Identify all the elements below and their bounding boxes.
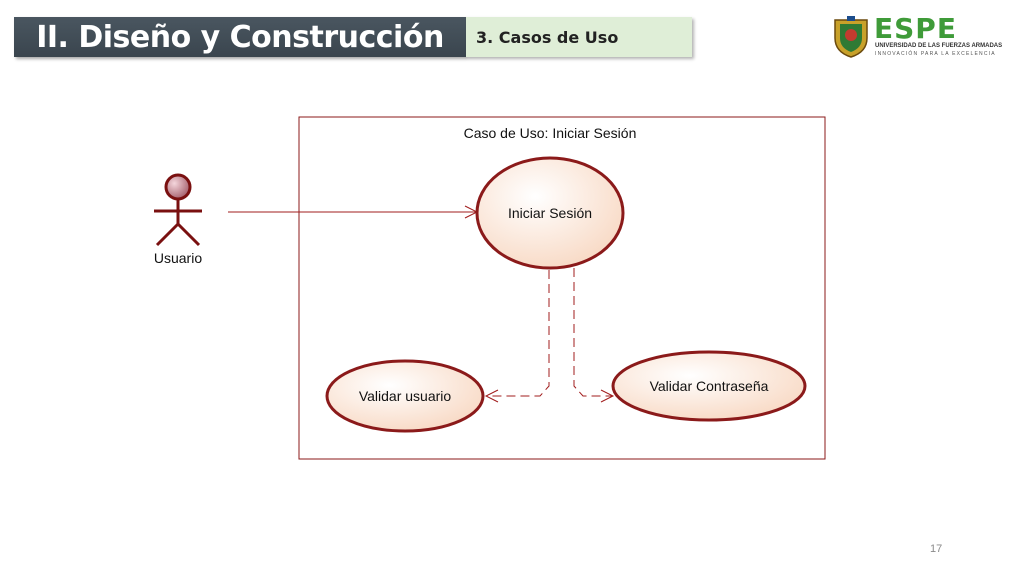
use-case-label-validate-user: Validar usuario — [359, 388, 452, 404]
use-case-label-login: Iniciar Sesión — [508, 205, 592, 221]
include-dependency-validate-user — [484, 270, 550, 403]
include-dependency-validate-password — [573, 268, 615, 403]
actor-usuario[interactable]: Usuario — [154, 173, 202, 266]
use-case-label-validate-password: Validar Contraseña — [650, 378, 769, 394]
system-boundary-title: Caso de Uso: Iniciar Sesión — [464, 125, 637, 141]
actor-right-leg — [176, 222, 201, 247]
logo-subtitle: UNIVERSIDAD DE LAS FUERZAS ARMADAS — [875, 43, 1003, 49]
slide-title: II. Diseño y Construcción — [14, 17, 466, 57]
actor-head — [164, 173, 192, 201]
section-label: 3. Casos de Uso — [466, 17, 692, 57]
logo-tagline: INNOVACIÓN PARA LA EXCELENCIA — [875, 51, 996, 57]
use-case-validar-usuario[interactable]: Validar usuario — [325, 359, 485, 433]
actor-label: Usuario — [154, 250, 202, 266]
actor-left-leg — [155, 222, 180, 247]
use-case-iniciar-sesion[interactable]: Iniciar Sesión — [475, 156, 625, 270]
espe-crest-icon — [834, 16, 868, 58]
espe-logo: ESPE UNIVERSIDAD DE LAS FUERZAS ARMADAS … — [832, 12, 1002, 60]
logo-wordmark: ESPE — [874, 12, 957, 45]
page-number: 17 — [930, 543, 943, 555]
use-case-validar-contrasena[interactable]: Validar Contraseña — [611, 350, 807, 422]
